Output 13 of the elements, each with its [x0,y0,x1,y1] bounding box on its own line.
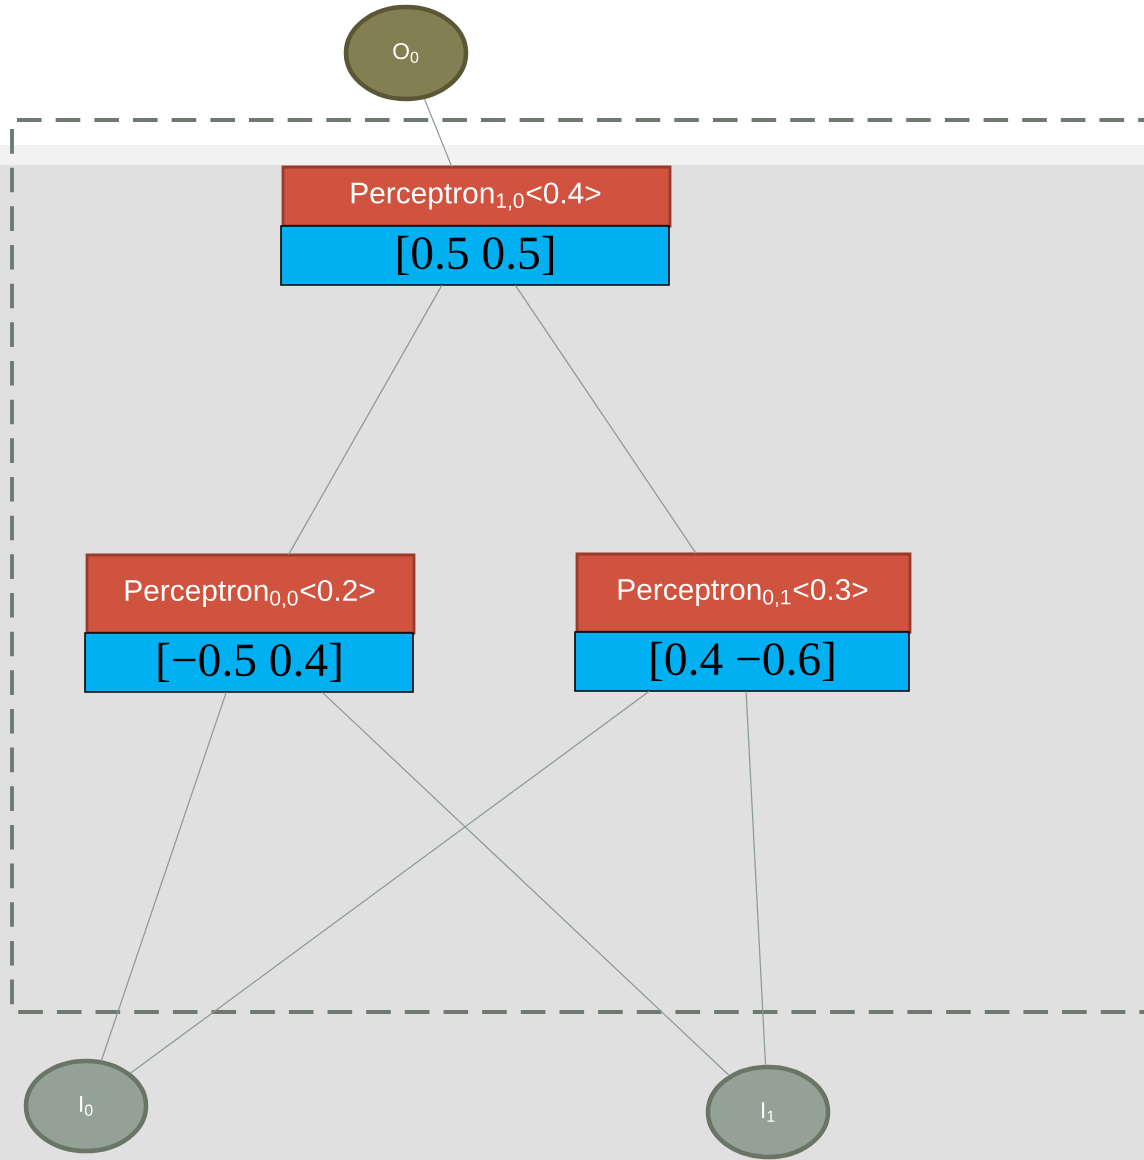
connector-line [745,690,767,1066]
weight-vector: [0.5 0.5] [280,225,670,286]
perceptron-header: Perceptron$_{0,1}$<0.3> [575,552,912,634]
connector-line [514,284,697,555]
weight-vector: [0.4 −0.6] [574,631,910,692]
perceptron-header: Perceptron$_{1,0}$<0.4> [281,165,672,228]
connector-line [130,690,650,1074]
connector-line [287,284,443,556]
weight-vector: [−0.5 0.4] [84,632,414,693]
connector-line [423,98,453,168]
connector-line [100,691,227,1061]
connector-line [321,691,730,1076]
perceptron-header: Perceptron$_{0,0}$<0.2> [85,553,416,635]
